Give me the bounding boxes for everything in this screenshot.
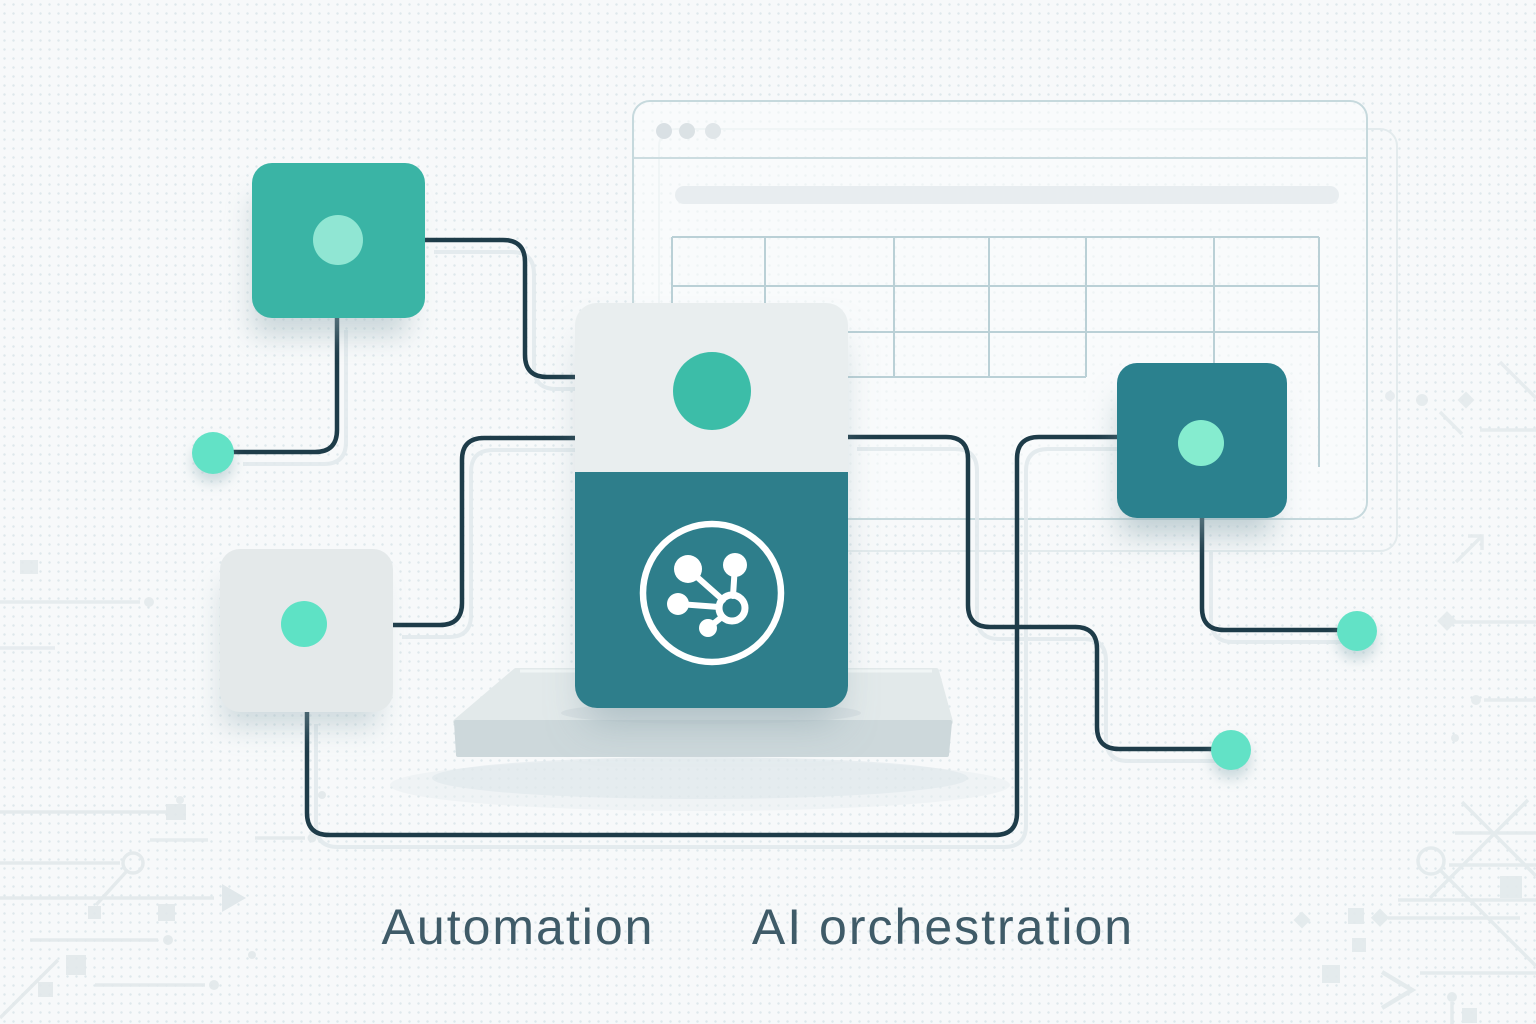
hub-status-dot (673, 352, 751, 430)
window-dot-icon (656, 123, 672, 139)
circuit-decoration-bottom-right (1293, 798, 1536, 1024)
browser-title-bar (634, 102, 1366, 159)
connector-left-to-card (390, 435, 578, 628)
endpoint-node[interactable] (1337, 611, 1377, 651)
circuit-decoration-right-edge (1385, 360, 1536, 742)
label-automation: Automation (381, 899, 655, 955)
connector-topleft-to-card (422, 237, 578, 380)
hub-card[interactable] (575, 303, 848, 708)
connector-topleft-to-endpoint-left (231, 315, 340, 455)
label-ai-orchestration: AI orchestration (751, 899, 1135, 955)
window-dot-icon (679, 123, 695, 139)
node-status-dot (1178, 420, 1224, 466)
workflow-node-left[interactable] (220, 549, 393, 712)
node-status-dot (313, 215, 363, 265)
node-status-dot (281, 601, 327, 647)
hub-card-body (575, 472, 848, 708)
endpoint-node[interactable] (192, 432, 234, 474)
workflow-node-top-left[interactable] (252, 163, 425, 318)
browser-search-bar[interactable] (675, 186, 1339, 204)
endpoint-node[interactable] (1211, 730, 1251, 770)
workflow-node-right[interactable] (1117, 363, 1287, 518)
circuit-decoration-bottom-left (0, 791, 326, 1020)
window-dot-icon (705, 123, 721, 139)
circuit-decoration-left-edge (0, 560, 208, 842)
